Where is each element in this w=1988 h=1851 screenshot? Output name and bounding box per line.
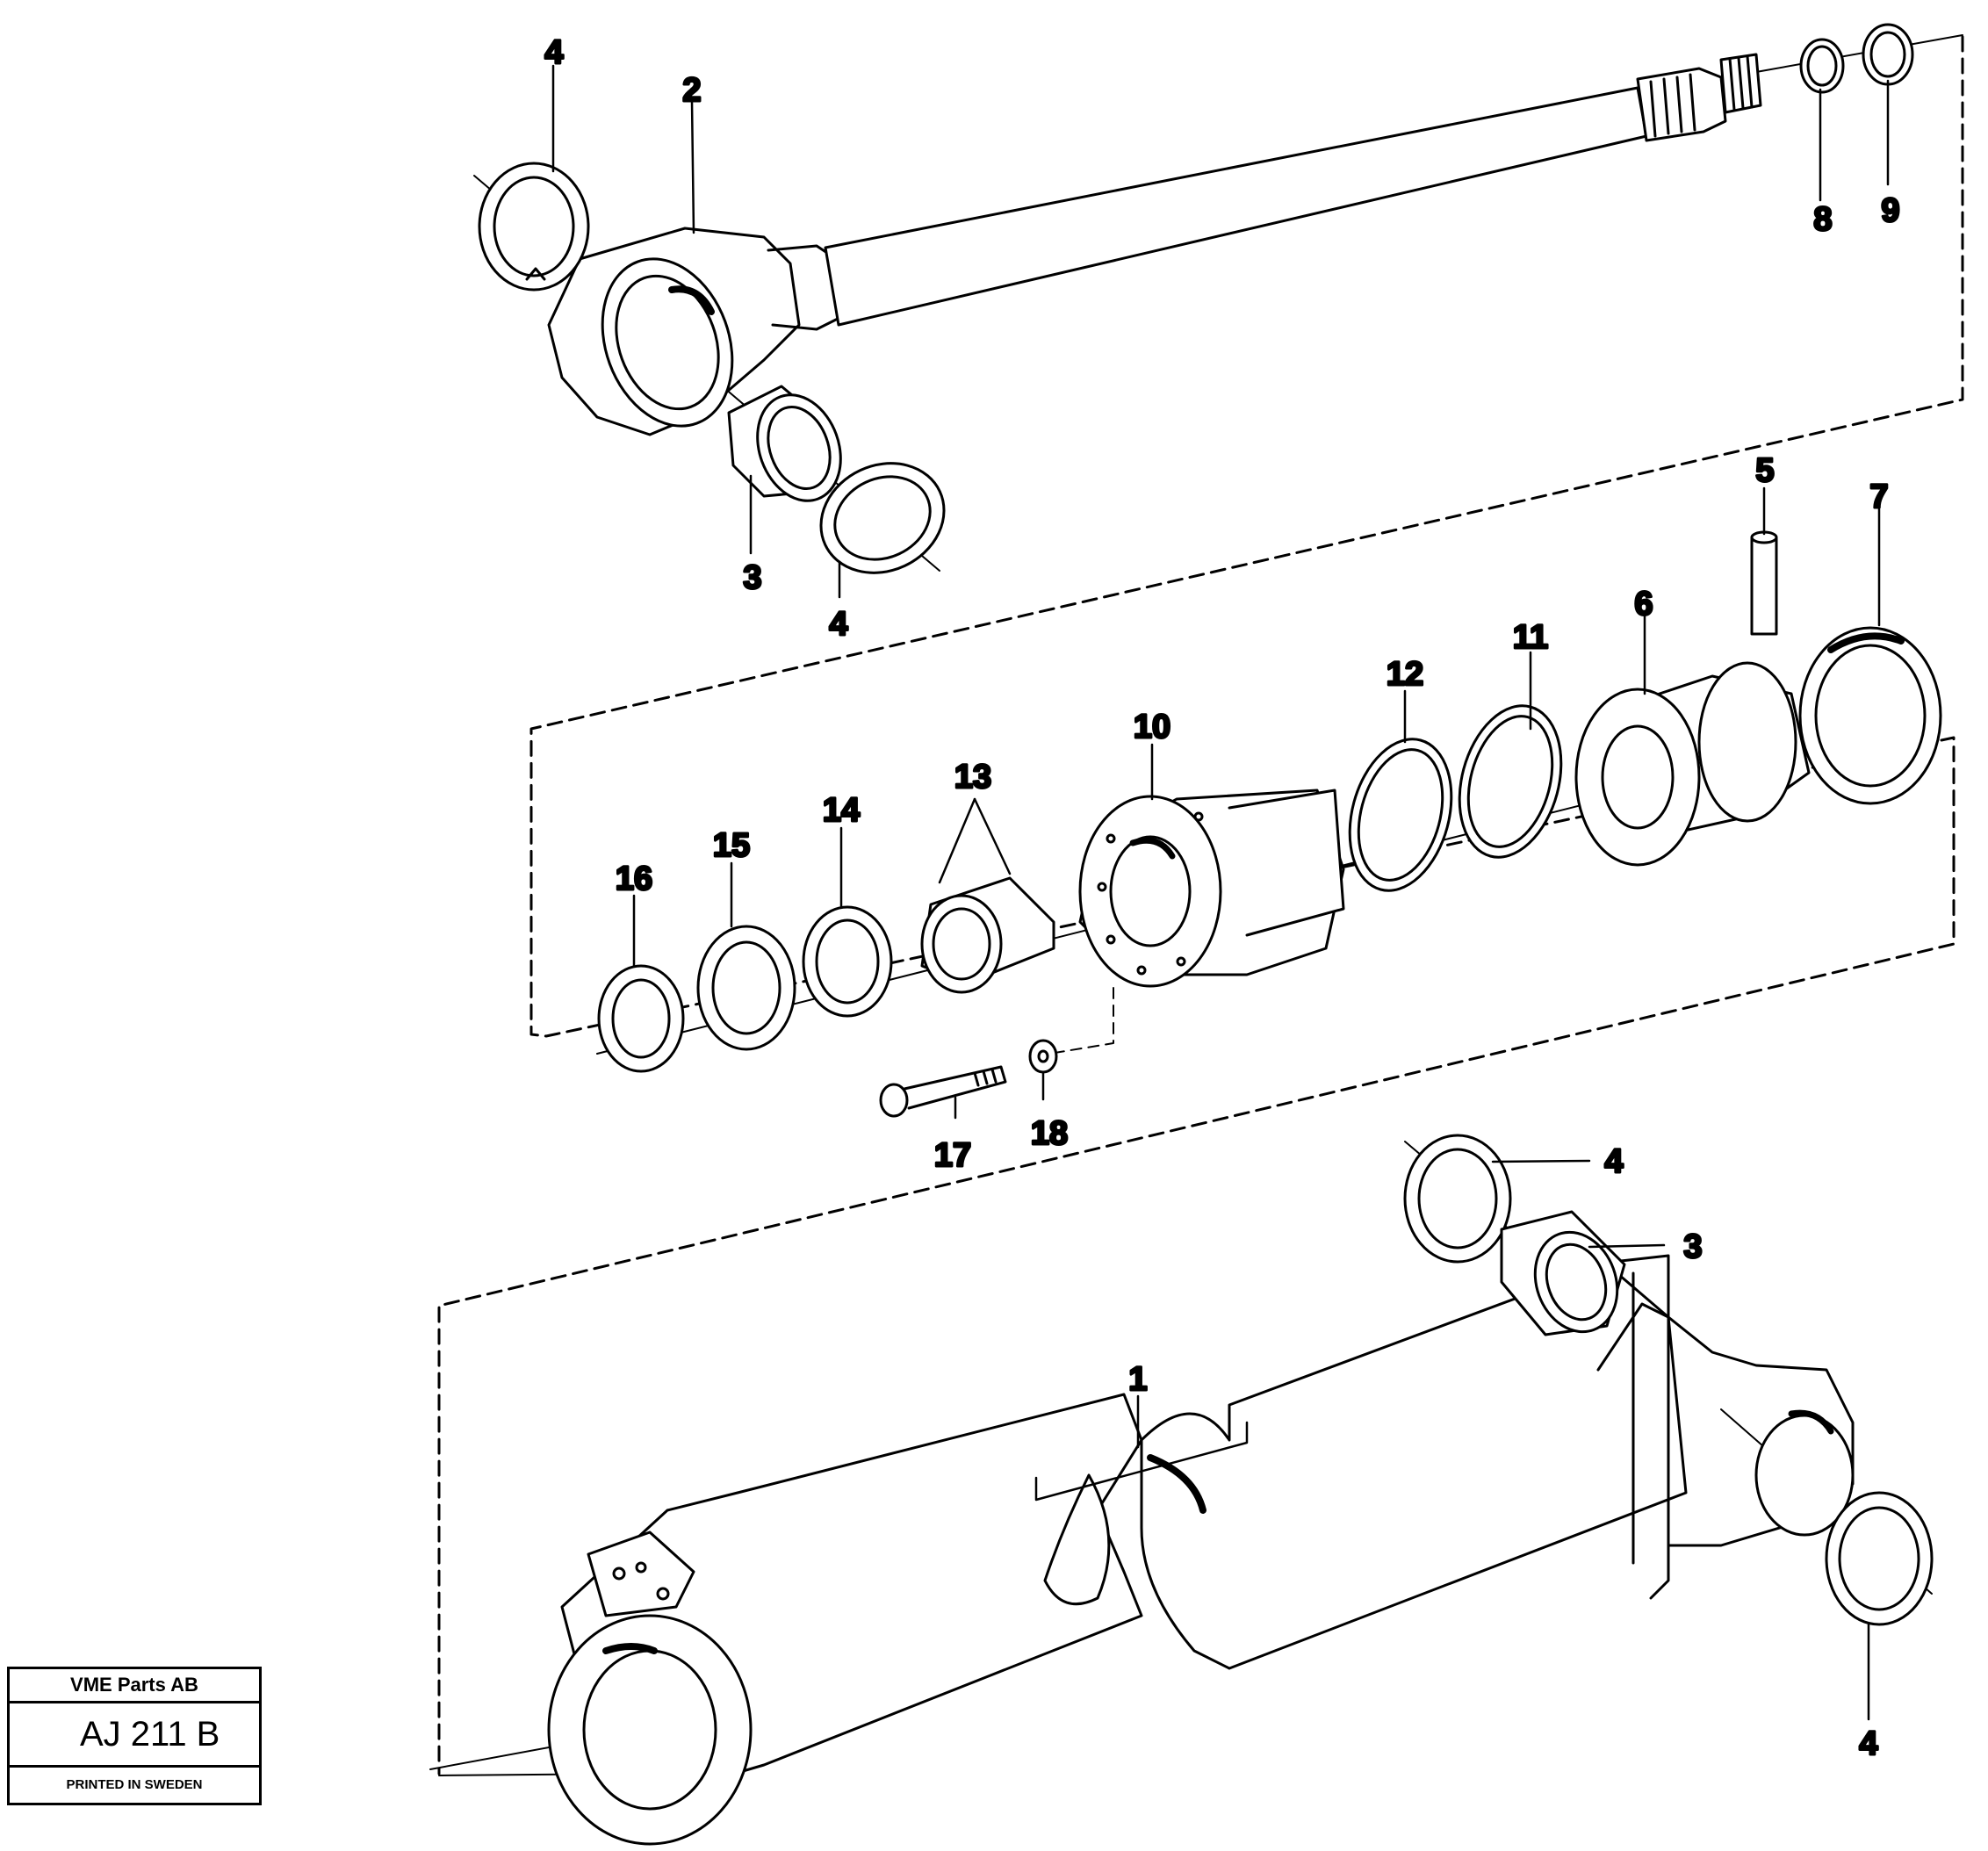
wiper-16 — [597, 964, 685, 1073]
seal-ring-11 — [1458, 704, 1563, 859]
seal-15 — [696, 925, 796, 1051]
callout-6: 6 — [1634, 586, 1653, 623]
callout-4-top-left: 4 — [544, 34, 563, 71]
callout-5: 5 — [1755, 452, 1774, 489]
retaining-ring-top-right — [819, 462, 946, 574]
callout-9: 9 — [1881, 192, 1899, 229]
callout-16: 16 — [616, 861, 652, 897]
cylinder-barrel — [547, 1254, 1855, 1846]
callout-17: 17 — [934, 1137, 971, 1174]
callout-11: 11 — [1513, 619, 1548, 656]
piston-6 — [1574, 661, 1811, 867]
leader-lines — [551, 64, 1890, 1721]
callout-18: 18 — [1031, 1115, 1068, 1152]
callout-14: 14 — [823, 792, 860, 829]
callout-12: 12 — [1387, 656, 1423, 693]
stamp-code: AJ 211 B — [10, 1703, 259, 1768]
bushing-bottom — [1500, 1210, 1626, 1336]
assembly-dashed-lines — [437, 35, 1964, 1775]
bushing-top — [727, 385, 842, 502]
callout-1: 1 — [1128, 1361, 1147, 1398]
stamp-company: VME Parts AB — [10, 1669, 259, 1703]
guide-bushings-13 — [920, 876, 1055, 994]
callout-13: 13 — [954, 759, 991, 796]
publisher-stamp: VME Parts AB AJ 211 B PRINTED IN SWEDEN — [7, 1667, 262, 1805]
callout-3-top: 3 — [743, 559, 761, 596]
callout-10: 10 — [1134, 709, 1170, 745]
seal-ring-9 — [1862, 23, 1914, 86]
screw-17 — [879, 1065, 1007, 1118]
piston-rod-shaft — [824, 53, 1762, 327]
stamp-printed: PRINTED IN SWEDEN — [66, 1777, 203, 1792]
retaining-ring-bottom-upper — [1403, 1134, 1512, 1264]
callout-4-bottom-upper: 4 — [1604, 1143, 1623, 1180]
pin-5 — [1750, 530, 1778, 636]
callout-4-bottom-lower: 4 — [1859, 1725, 1877, 1762]
piston-rod-eye — [547, 227, 845, 436]
callout-3-bottom: 3 — [1683, 1228, 1702, 1265]
cylinder-head-10 — [1078, 789, 1345, 988]
seal-ring-12 — [1348, 738, 1453, 892]
callout-2: 2 — [682, 72, 701, 109]
callout-8: 8 — [1813, 201, 1832, 238]
callout-15: 15 — [713, 827, 750, 864]
seal-7 — [1798, 626, 1942, 805]
ring-14 — [802, 905, 893, 1018]
seal-ring-8 — [1799, 38, 1845, 94]
callout-7: 7 — [1869, 479, 1888, 515]
callout-numbers: 4 2 8 9 3 4 5 7 6 11 12 10 13 14 15 16 1… — [544, 33, 1901, 1764]
washer-18 — [1028, 1039, 1058, 1074]
retaining-ring-bottom-lower — [1825, 1491, 1934, 1626]
retaining-ring-top-left — [478, 162, 590, 292]
callout-4-top-right: 4 — [829, 606, 847, 643]
